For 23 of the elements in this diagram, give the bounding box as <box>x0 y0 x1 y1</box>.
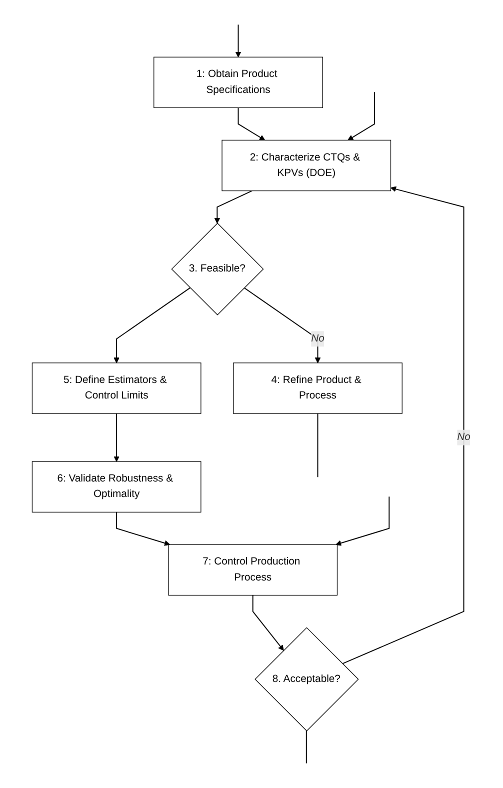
arrow <box>252 594 284 651</box>
arrow <box>114 413 120 462</box>
node-box: 5: Define Estimators & Control Limits <box>32 362 202 414</box>
node-diamond: 8. Acceptable? <box>254 627 359 732</box>
arrow <box>214 190 253 224</box>
node-box: 4: Refine Product & Process <box>233 362 403 414</box>
connector <box>317 413 318 478</box>
node-box: 7: Control Production Process <box>168 544 338 596</box>
connector <box>306 730 308 764</box>
node-box: 6: Validate Robustness & Optimality <box>32 461 202 512</box>
node-box: 2: Characterize CTQs & KPVs (DOE) <box>222 140 392 192</box>
arrow <box>116 512 170 546</box>
arrow <box>244 287 321 364</box>
node-diamond: 3. Feasible? <box>171 222 264 316</box>
arrow <box>238 107 266 140</box>
arrow <box>348 92 376 140</box>
node-box: 1: Obtain Product Specifications <box>154 56 324 108</box>
arrow <box>336 496 390 546</box>
edge-label: No <box>311 333 325 344</box>
arrow <box>342 186 464 664</box>
arrow <box>114 287 191 364</box>
edge-label: No <box>457 432 471 443</box>
arrow <box>236 24 242 58</box>
